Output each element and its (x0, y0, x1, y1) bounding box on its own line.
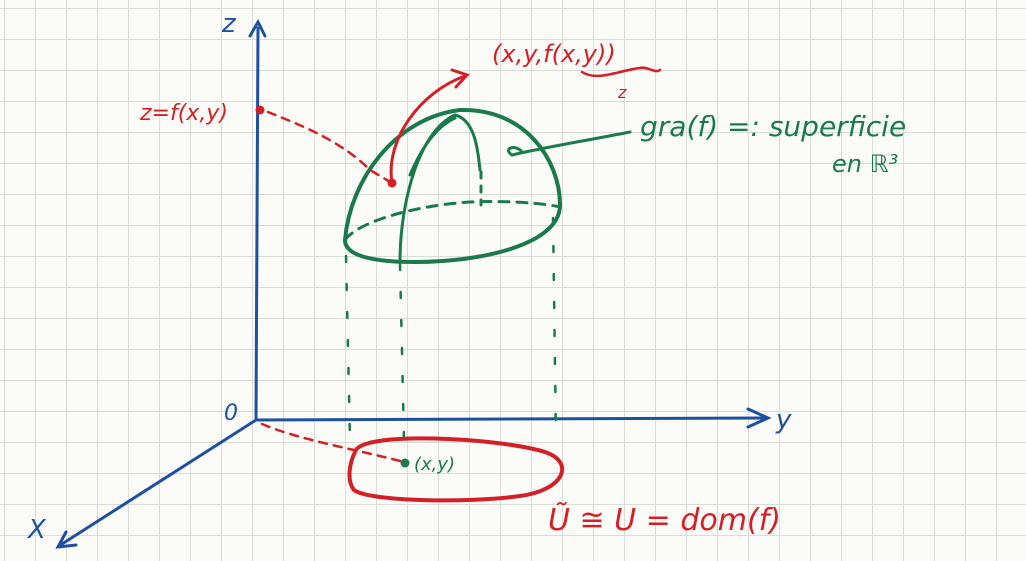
point-3d-label: (x,y,f(x,y)) (492, 40, 616, 68)
z-underbrace (580, 66, 662, 78)
domain-point (400, 458, 410, 468)
y-axis (254, 416, 767, 422)
surface-dome-outline (342, 107, 563, 265)
projection-lines (344, 216, 558, 442)
z-value-label: z=f(x,y) (139, 101, 228, 126)
z-axis (254, 26, 260, 422)
graph-definition-line2: en ℝ³ (832, 150, 898, 178)
graph-definition: gra(f) =: superficie (640, 110, 906, 143)
graph-label-arrow (507, 130, 632, 157)
x-axis-label: X (26, 515, 47, 545)
surface-point (387, 178, 397, 188)
surface-meridian (398, 113, 482, 264)
point-label-arrowhead (450, 68, 470, 89)
z-axis-arrowhead (248, 18, 267, 38)
graph-pointer-loop (507, 146, 524, 157)
projection-left (344, 254, 352, 442)
z-value-point (255, 105, 265, 115)
y-axis-label: y (775, 405, 792, 435)
red-annotations (260, 66, 662, 503)
projection-right (551, 216, 558, 442)
x-axis (60, 418, 258, 546)
surface-inner-meridian (408, 116, 457, 177)
x-axis-arrowhead (55, 530, 78, 549)
surface-base-ellipse-dash (343, 200, 562, 242)
surface-graph (342, 107, 563, 265)
domain-point-label: (x,y) (414, 454, 455, 475)
point-3d-brace-label: z (617, 83, 627, 102)
z-axis-label: z (221, 9, 237, 39)
origin-label: 0 (224, 401, 238, 426)
z-to-point-dashed (266, 110, 394, 185)
point-label-arrow (389, 74, 467, 185)
projection-middle (398, 262, 406, 442)
domain-equation: Ũ ≅ U = dom(f) (548, 501, 781, 538)
axes (55, 18, 772, 549)
origin-to-domain-dashed (260, 422, 406, 464)
domain-region (347, 436, 565, 503)
y-axis-arrowhead (746, 407, 772, 429)
